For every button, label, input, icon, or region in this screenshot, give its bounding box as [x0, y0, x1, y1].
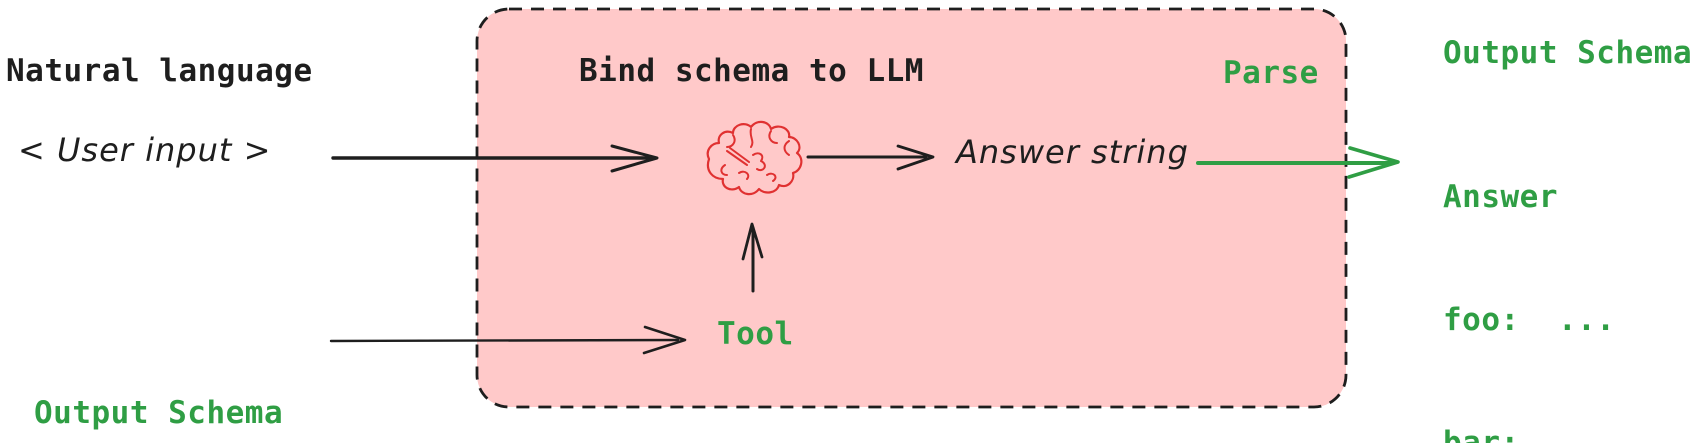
parsed-bar-line: bar: ... — [1443, 425, 1616, 443]
input-output-schema-block: Output Schema foo: ... bar: ... — [34, 313, 283, 443]
parsed-schema-title: Output Schema — [1443, 35, 1693, 71]
input-schema-title: Output Schema — [34, 395, 284, 431]
bind-schema-label: Bind schema to LLM — [579, 53, 924, 89]
parse-arrow — [1196, 146, 1400, 179]
parsed-foo-line: foo: ... — [1443, 302, 1616, 338]
llm-process-box — [475, 7, 1348, 409]
brain-output-arrow — [806, 144, 935, 171]
answer-string-text: Answer string — [956, 133, 1189, 171]
tool-to-brain-arrow — [741, 222, 764, 293]
brain-icon — [706, 120, 803, 196]
parse-label: Parse — [1223, 55, 1319, 91]
tool-label: Tool — [717, 316, 794, 352]
natural-language-label: Natural language — [6, 53, 313, 89]
parsed-output-block: Answer foo: ... bar: ... — [1443, 95, 1615, 443]
schema-to-tool-arrow — [329, 325, 687, 355]
parsed-answer-label: Answer — [1443, 179, 1558, 215]
user-input-arrow — [331, 144, 659, 173]
user-input-text: < User input > — [18, 131, 272, 169]
